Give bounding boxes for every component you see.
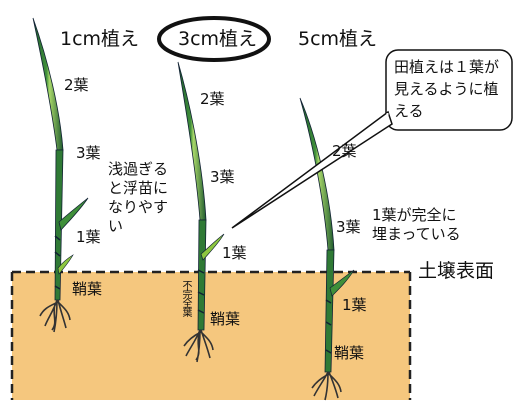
seedling-1cm-leaf3 bbox=[58, 197, 89, 231]
label-5cm-leaf3: 3葉 bbox=[336, 218, 361, 236]
label-soil-surface: 土壌表面 bbox=[418, 260, 495, 282]
title-3cm: 3cm植え bbox=[178, 28, 258, 50]
note-fully-buried: 1葉が完全に埋まっている bbox=[372, 206, 461, 243]
label-3cm-leaf2: 2葉 bbox=[200, 90, 225, 108]
seedling-1cm bbox=[32, 17, 89, 333]
seedling-3cm-leaf2 bbox=[177, 61, 207, 221]
soil-block bbox=[12, 272, 410, 400]
label-5cm-leaf1: 1葉 bbox=[342, 296, 367, 314]
seedling-5cm-roots bbox=[311, 371, 342, 401]
seedling-3cm-leaf1 bbox=[200, 233, 225, 261]
note-shallow: 浅過ぎると浮苗になりやすい bbox=[108, 160, 169, 235]
label-3cm-leaf1: 1葉 bbox=[222, 244, 247, 262]
label-1cm-sheath: 鞘葉 bbox=[72, 280, 103, 298]
label-1cm-leaf3: 3葉 bbox=[76, 144, 101, 162]
seedling-1cm-stem bbox=[54, 149, 64, 301]
label-3cm-leaf3: 3葉 bbox=[210, 168, 235, 186]
seedling-3cm-stem bbox=[197, 219, 207, 331]
seedling-3cm-nodes bbox=[197, 269, 205, 314]
seedling-5cm bbox=[299, 97, 355, 401]
label-3cm-sheath: 鞘葉 bbox=[210, 310, 241, 328]
seedling-1cm-leaf2 bbox=[32, 17, 64, 151]
seedling-5cm-nodes bbox=[325, 299, 332, 354]
title-5cm: 5cm植え bbox=[298, 28, 378, 50]
label-5cm-sheath: 鞘葉 bbox=[334, 344, 365, 362]
seedling-1cm-roots bbox=[39, 299, 71, 333]
title-1cm: 1cm植え bbox=[60, 28, 140, 50]
seedling-3cm-roots bbox=[183, 329, 214, 363]
callout-box bbox=[385, 49, 513, 131]
seedling-5cm-leaf3 bbox=[329, 269, 355, 297]
callout-text: 田植えは１葉が見えるように植える bbox=[394, 58, 500, 120]
seedling-1cm-nodes bbox=[54, 235, 61, 290]
highlight-ellipse bbox=[157, 16, 271, 62]
label-3cm-incomplete-leaf: 不完全葉 bbox=[180, 280, 191, 316]
label-5cm-leaf2: 2葉 bbox=[332, 142, 357, 160]
label-1cm-leaf1: 1葉 bbox=[76, 228, 101, 246]
label-1cm-leaf2: 2葉 bbox=[64, 76, 89, 94]
seedling-3cm bbox=[177, 61, 225, 363]
seedling-5cm-stem bbox=[324, 249, 335, 373]
seedling-1cm-leaf1 bbox=[57, 254, 74, 275]
callout-pointer bbox=[231, 110, 393, 229]
